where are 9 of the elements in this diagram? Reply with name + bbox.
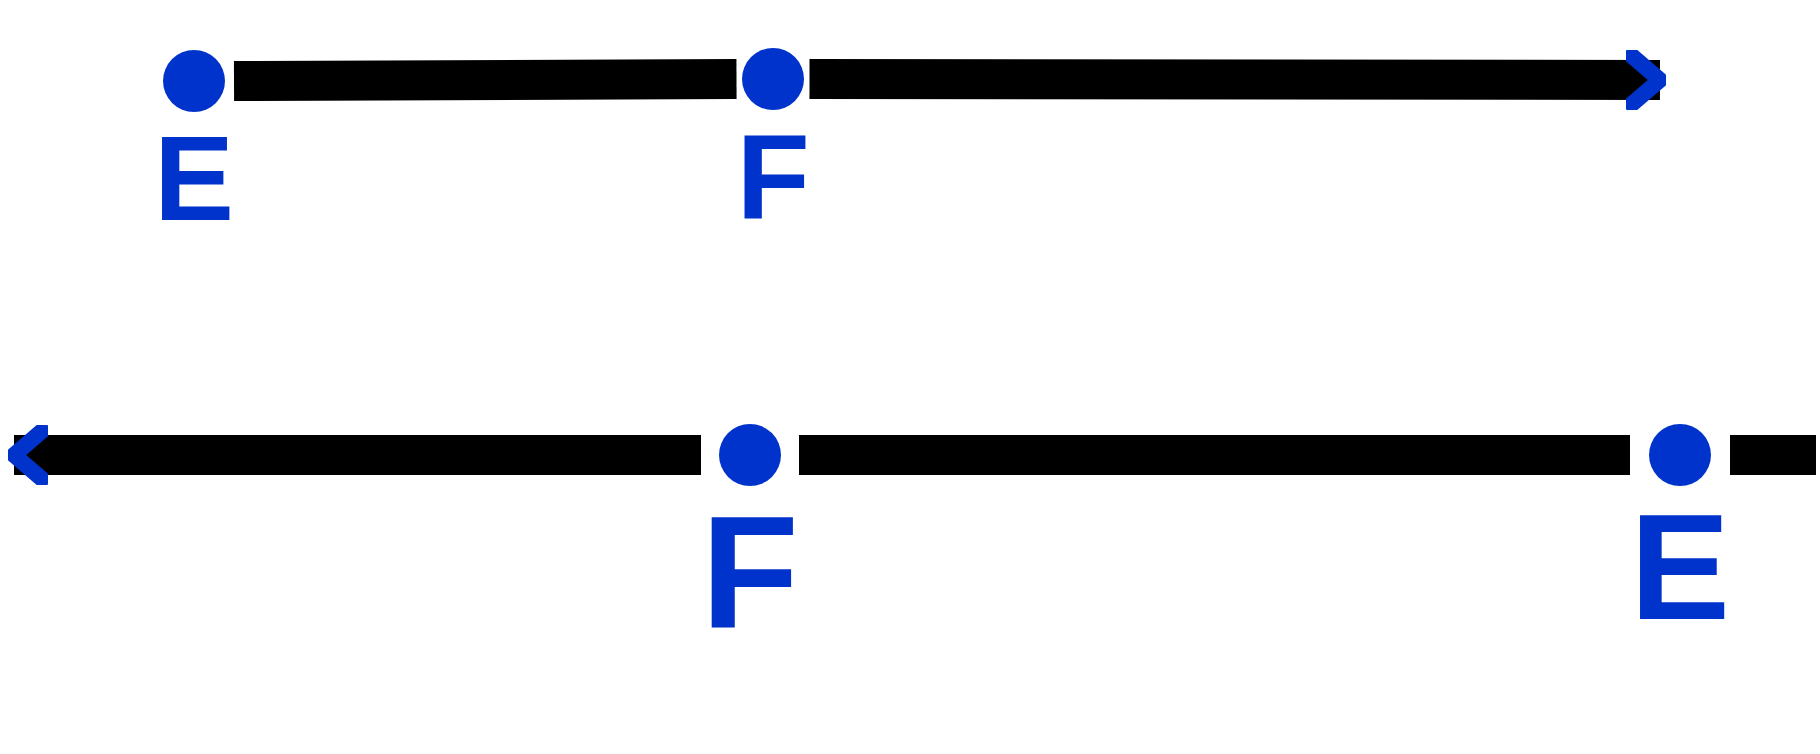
point-label: E [1630,492,1731,642]
ray-arrow [6,423,701,487]
line-segment [233,59,737,101]
point-label: F [736,116,810,236]
point-label: E [154,118,235,238]
line-segment [1730,435,1816,475]
ray-arrow [809,47,1668,112]
point-label: F [701,492,799,652]
line-segment [799,435,1630,475]
